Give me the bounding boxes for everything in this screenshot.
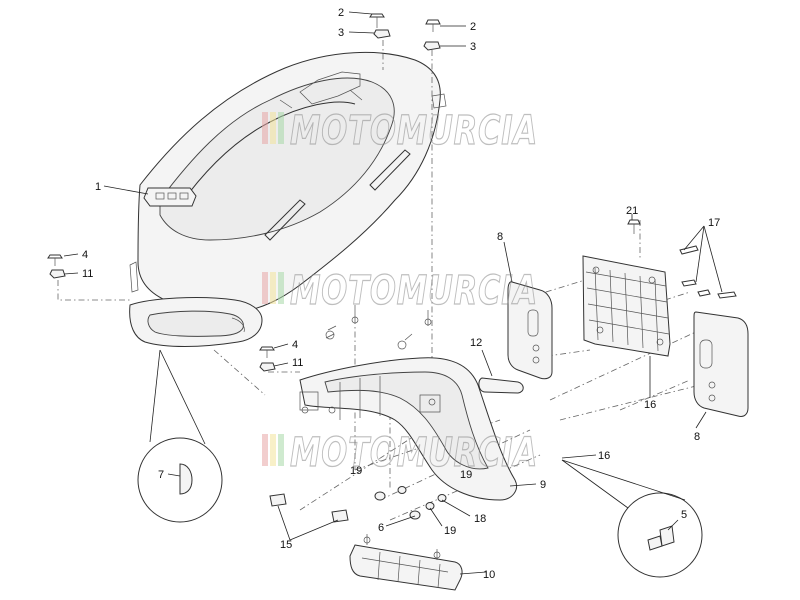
fasteners bbox=[47, 13, 737, 523]
reflector-right bbox=[693, 311, 749, 417]
reflector-left bbox=[507, 281, 553, 380]
watermark-bottom: MOTOMURCIA bbox=[262, 429, 538, 477]
watermark-text: MOTOMURCIA bbox=[290, 108, 538, 154]
license-plate-bracket bbox=[582, 255, 671, 357]
callout-labels: 1 2 2 3 3 4 4 5 6 7 8 8 9 10 11 11 12 15… bbox=[82, 7, 720, 581]
callout-1: 1 bbox=[95, 181, 101, 193]
callout-6: 6 bbox=[378, 522, 384, 534]
watermark-top: MOTOMURCIA bbox=[262, 107, 538, 155]
callout-8-left: 8 bbox=[497, 231, 503, 243]
callout-21: 21 bbox=[626, 205, 638, 217]
rear-mudguard bbox=[299, 357, 517, 501]
callout-8-right: 8 bbox=[694, 431, 700, 443]
callout-2-right: 2 bbox=[470, 21, 476, 33]
watermark-text: MOTOMURCIA bbox=[290, 268, 538, 314]
callout-15: 15 bbox=[280, 539, 292, 551]
callout-16-mid: 16 bbox=[598, 450, 610, 462]
callout-18: 18 bbox=[474, 513, 486, 525]
callout-leaders bbox=[63, 11, 723, 575]
detail-circle-7 bbox=[137, 349, 223, 523]
callout-16-right: 16 bbox=[644, 399, 656, 411]
callout-17: 17 bbox=[708, 217, 720, 229]
callout-7: 7 bbox=[158, 469, 164, 481]
callout-3-right: 3 bbox=[470, 41, 476, 53]
callout-19-lower: 19 bbox=[444, 525, 456, 537]
callout-19-left: 19 bbox=[350, 465, 362, 477]
callout-5: 5 bbox=[681, 509, 687, 521]
callout-3-left: 3 bbox=[338, 27, 344, 39]
watermark-middle: MOTOMURCIA bbox=[262, 267, 538, 315]
rear-body-cover bbox=[129, 51, 447, 347]
callout-19-upper: 19 bbox=[460, 469, 472, 481]
small-reflector bbox=[478, 377, 524, 394]
callout-12: 12 bbox=[470, 337, 482, 349]
callout-4-left: 4 bbox=[82, 249, 88, 261]
watermark-text: MOTOMURCIA bbox=[290, 430, 538, 476]
callout-10: 10 bbox=[483, 569, 495, 581]
callout-2-left: 2 bbox=[338, 7, 344, 19]
callout-11-mid: 11 bbox=[292, 357, 303, 369]
license-light bbox=[349, 534, 463, 591]
callout-9: 9 bbox=[540, 479, 546, 491]
callout-11-left: 11 bbox=[82, 268, 93, 280]
detail-circle-5 bbox=[561, 459, 703, 578]
callout-4-mid: 4 bbox=[292, 339, 298, 351]
